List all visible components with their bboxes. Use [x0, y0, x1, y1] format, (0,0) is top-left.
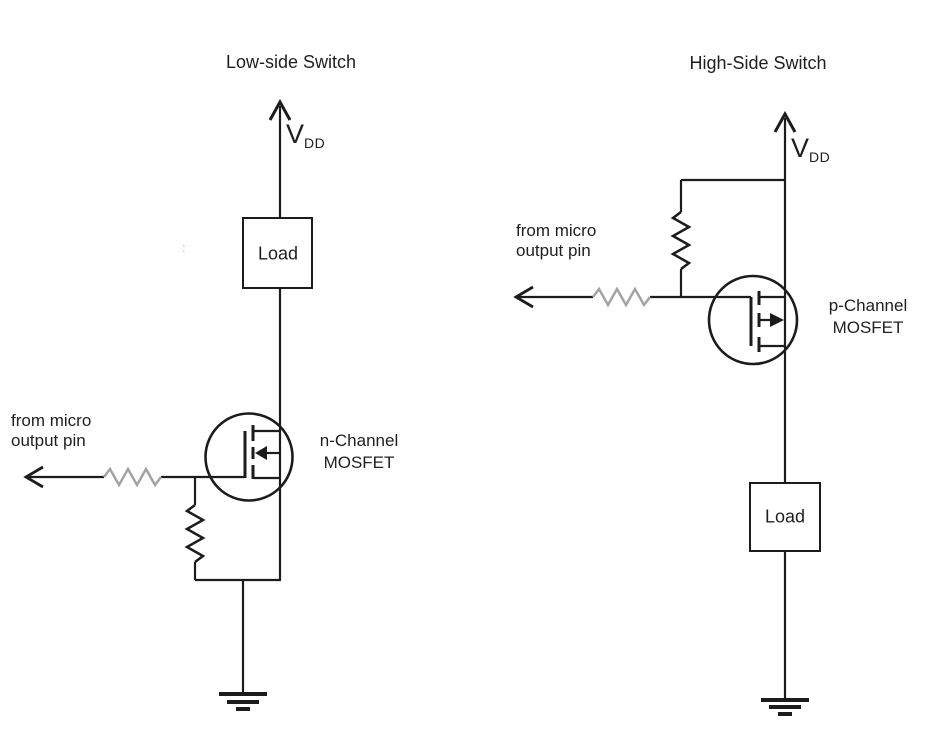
p-mosfet-symbol	[707, 274, 799, 366]
right-input-label: from micro output pin	[516, 221, 596, 261]
vdd-subscript: DD	[809, 149, 831, 165]
left-load-label: Load	[257, 243, 299, 264]
input-label-line: output pin	[516, 241, 591, 260]
series-resistor	[103, 466, 162, 488]
gate-wire	[23, 465, 245, 489]
left-circuit	[23, 98, 313, 711]
input-label-line: from micro	[11, 411, 92, 430]
stray-mark: :	[182, 240, 186, 255]
n-mosfet-symbol	[204, 412, 294, 502]
ground-symbol	[761, 551, 809, 716]
left-mosfet-label: n-Channel MOSFET	[320, 430, 398, 474]
mosfet-label-line: n-Channel	[319, 431, 399, 450]
gate-wire	[513, 285, 751, 309]
vdd-arrow-icon	[268, 98, 292, 218]
mosfet-circle	[204, 412, 294, 502]
left-circuit-title: Low-side Switch	[225, 52, 357, 72]
body-arrow-icon	[255, 446, 267, 460]
right-vdd-label: VDD	[791, 133, 830, 165]
series-resistor	[592, 286, 651, 308]
wire-arrow-icon	[23, 465, 44, 489]
input-label-line: from micro	[516, 221, 597, 240]
wire-arrow-icon	[513, 285, 534, 309]
pulldown-resistor	[184, 477, 206, 580]
vdd-base: V	[791, 133, 810, 163]
left-input-label: from micro output pin	[11, 411, 91, 451]
vdd-subscript: DD	[304, 135, 326, 151]
right-circuit	[513, 110, 821, 716]
ground-symbol	[219, 580, 267, 711]
right-circuit-title: High-Side Switch	[689, 53, 827, 73]
load-box	[242, 217, 313, 289]
load-box	[749, 482, 821, 552]
right-mosfet-label: p-Channel MOSFET	[829, 295, 907, 339]
mosfet-label-line: MOSFET	[832, 318, 904, 337]
left-vdd-label: VDD	[286, 119, 325, 151]
input-label-line: output pin	[11, 431, 86, 450]
right-load-label: Load	[764, 506, 806, 527]
pullup-resistor	[670, 180, 692, 297]
mosfet-circle	[707, 274, 799, 366]
mosfet-label-line: MOSFET	[323, 453, 395, 472]
mosfet-label-line: p-Channel	[828, 296, 908, 315]
vdd-arrow-icon	[773, 110, 797, 483]
vdd-base: V	[286, 119, 305, 149]
body-arrow-icon	[770, 313, 784, 327]
